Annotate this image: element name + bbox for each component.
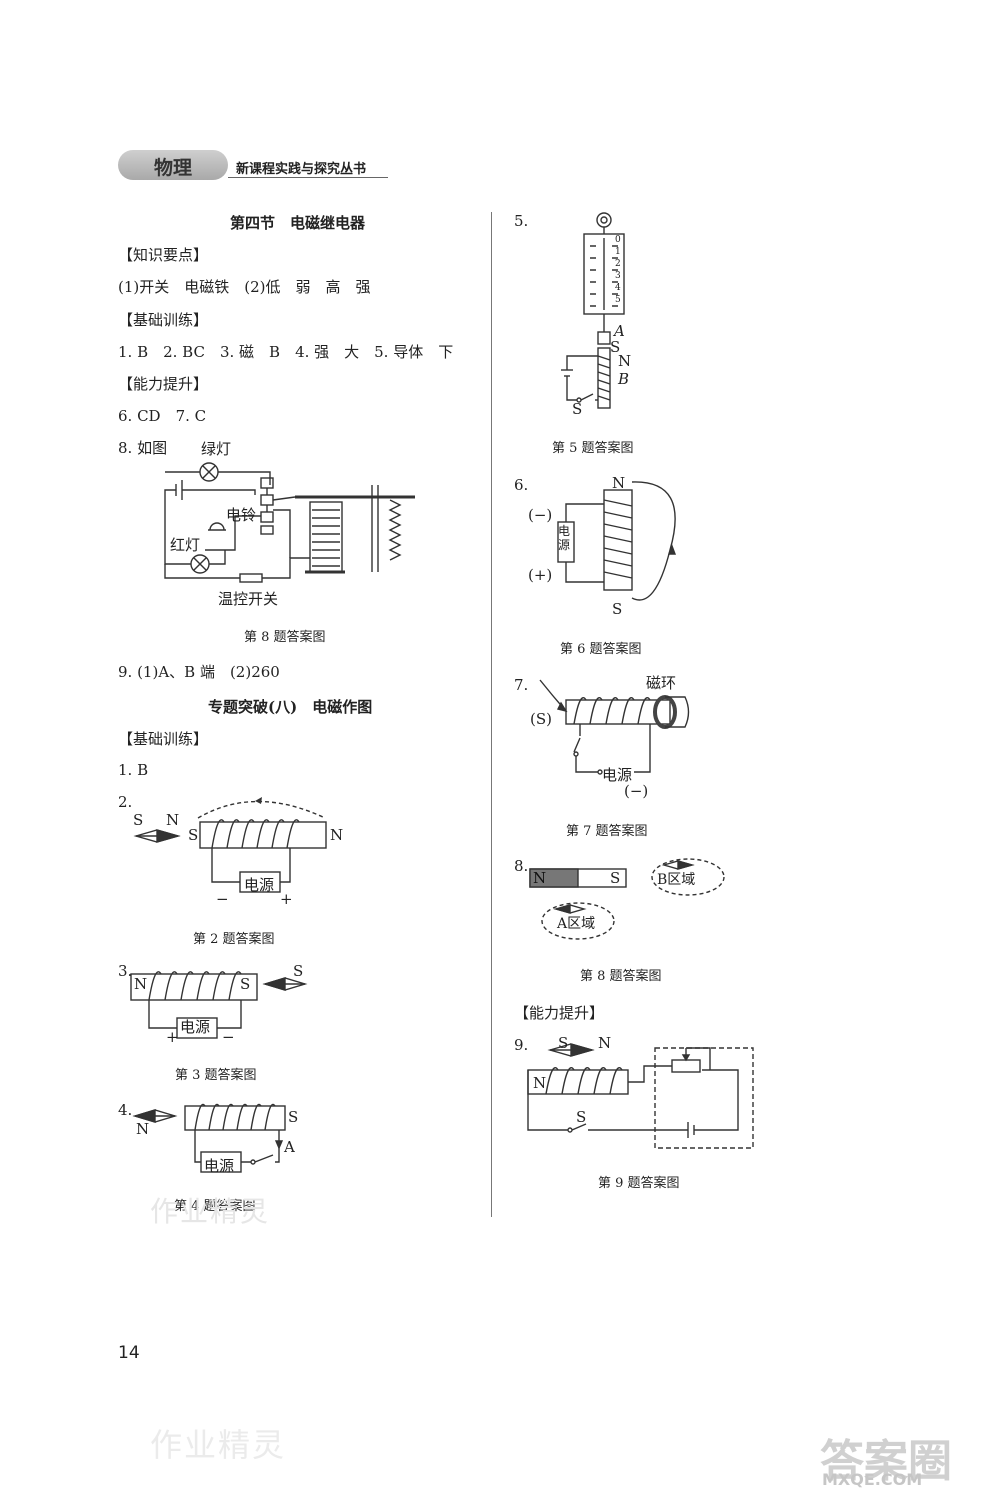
q8r-s-pole: S: [610, 869, 621, 887]
q5-switch-label: S: [572, 400, 583, 418]
q6-diagram: [557, 481, 677, 601]
q4-number: 4.: [118, 1101, 133, 1119]
q7-caption: 第 7 题答案图: [566, 824, 648, 839]
q2-plus: +: [280, 890, 293, 908]
q8-red-light-label: 红灯: [170, 536, 201, 554]
q9-answer: 9. (1)A、B 端 (2)260: [118, 663, 280, 681]
q7-ring-label: 磁环: [646, 674, 677, 692]
q2-power-label: 电源: [244, 876, 275, 894]
watermark-zuoye-1: 作业精灵: [150, 1195, 271, 1228]
q3-number: 3.: [118, 962, 133, 980]
q8r-b-region: B区域: [657, 872, 696, 888]
q8-caption: 第 8 题答案图: [244, 630, 326, 645]
q6-n-pole: N: [612, 474, 626, 492]
header-rule: [228, 177, 388, 178]
q9r-diagram: [527, 1043, 754, 1149]
q2-coil-left-pole: S: [188, 826, 199, 844]
q7-diagram: [539, 679, 690, 775]
q8r-diagram: [529, 858, 725, 940]
q5-b-label: B: [618, 370, 630, 388]
column-divider: [491, 212, 492, 1217]
watermark-daanquan: 答案圈: [820, 1436, 952, 1487]
ability-heading: 【能力提升】: [118, 375, 209, 393]
knowledge-answer: (1)开关 电磁铁 (2)低 弱 高 强: [118, 278, 371, 296]
watermark-url: MXQE.COM: [822, 1470, 923, 1489]
q8r-a-region: A区域: [557, 916, 596, 932]
knowledge-heading: 【知识要点】: [118, 246, 209, 264]
basic-answer: 1. B 2. BC 3. 磁 B 4. 强 大 5. 导体 下: [118, 343, 454, 361]
q6-plus: (+): [528, 566, 553, 584]
subject-tab: [118, 150, 228, 180]
q7-number: 7.: [514, 676, 529, 694]
subject-label: 物理: [153, 157, 192, 179]
q9r-needle-n: N: [598, 1034, 612, 1052]
q5-scale-5: 5: [615, 295, 621, 305]
q8r-number: 8.: [514, 857, 529, 875]
q5-number: 5.: [514, 212, 529, 230]
q9r-core-n: N: [533, 1074, 547, 1092]
q4-diagram: [132, 1103, 286, 1173]
q3-minus: −: [222, 1028, 235, 1046]
q3-needle-s: S: [293, 962, 304, 980]
topic-title: 专题突破(八) 电磁作图: [208, 698, 373, 716]
q5-a-label: A: [614, 322, 625, 340]
q8-green-light-label: 绿灯: [201, 440, 232, 458]
q6-s-pole: S: [612, 600, 623, 618]
q8r-n-pole: N: [533, 869, 547, 887]
q2-diagram: [133, 797, 327, 893]
q8-thermo-switch-label: 温控开关: [218, 590, 279, 608]
q2-minus: −: [216, 890, 229, 908]
q8-relay-diagram: [164, 462, 415, 583]
q6-number: 6.: [514, 476, 529, 494]
q5-scale: 0 1 2 3 4 5: [615, 234, 621, 306]
q2-caption: 第 2 题答案图: [193, 932, 275, 947]
q3-plus: +: [166, 1028, 179, 1046]
section-title: 第四节 电磁继电器: [230, 214, 366, 232]
right-ability-heading: 【能力提升】: [514, 1004, 605, 1022]
q9r-caption: 第 9 题答案图: [598, 1176, 680, 1191]
q5-s-pole: S: [610, 338, 621, 356]
q2-coil-right-pole: N: [330, 826, 344, 844]
q4-coil-right-pole: S: [288, 1108, 299, 1126]
basic-heading: 【基础训练】: [118, 311, 209, 329]
q5-n-pole: N: [618, 352, 632, 370]
series-title: 新课程实践与探究丛书: [236, 162, 367, 177]
q8r-caption: 第 8 题答案图: [580, 969, 662, 984]
q2-needle-n: N: [166, 811, 180, 829]
q8-lead: 8. 如图: [118, 439, 168, 457]
topic-basic-heading: 【基础训练】: [118, 730, 209, 748]
q5-diagram: [561, 212, 625, 409]
q9r-number: 9.: [514, 1036, 529, 1054]
q3-coil-left-pole: N: [134, 975, 148, 993]
watermark-zuoye-2: 作业精灵: [150, 1426, 287, 1464]
q6-power-label: 电源: [558, 524, 571, 552]
q4-needle-n: N: [136, 1120, 150, 1138]
q7-power-label: 电源: [602, 766, 633, 784]
q2-number: 2.: [118, 793, 133, 811]
q5-scale-1: 1: [615, 247, 621, 257]
q3-caption: 第 3 题答案图: [175, 1068, 257, 1083]
q5-scale-3: 3: [615, 271, 621, 281]
q4-a-label: A: [284, 1138, 295, 1156]
q5-scale-0: 0: [615, 235, 621, 245]
q5-caption: 第 5 题答案图: [552, 441, 634, 456]
q9r-switch-label: S: [576, 1108, 587, 1126]
q3-power-label: 电源: [180, 1018, 211, 1036]
q5-scale-4: 4: [615, 283, 621, 293]
q7-s-pole: (S): [530, 710, 552, 728]
q4-caption: 第 4 题答案图: [174, 1199, 256, 1214]
q5-scale-2: 2: [615, 259, 621, 269]
q7-minus: (−): [624, 782, 649, 800]
page-number: 14: [118, 1343, 140, 1363]
q6-caption: 第 6 题答案图: [560, 642, 642, 657]
q6-minus: (−): [528, 506, 553, 524]
q8-bell-label: 电铃: [226, 506, 257, 524]
q3-coil-right-pole: S: [240, 975, 251, 993]
q3-diagram: [130, 971, 308, 1039]
q9r-needle-s: S: [558, 1034, 569, 1052]
topic-q1-answer: 1. B: [118, 761, 149, 779]
ability-answer: 6. CD 7. C: [118, 407, 207, 425]
q4-power-label: 电源: [204, 1157, 235, 1175]
q2-needle-s: S: [133, 811, 144, 829]
